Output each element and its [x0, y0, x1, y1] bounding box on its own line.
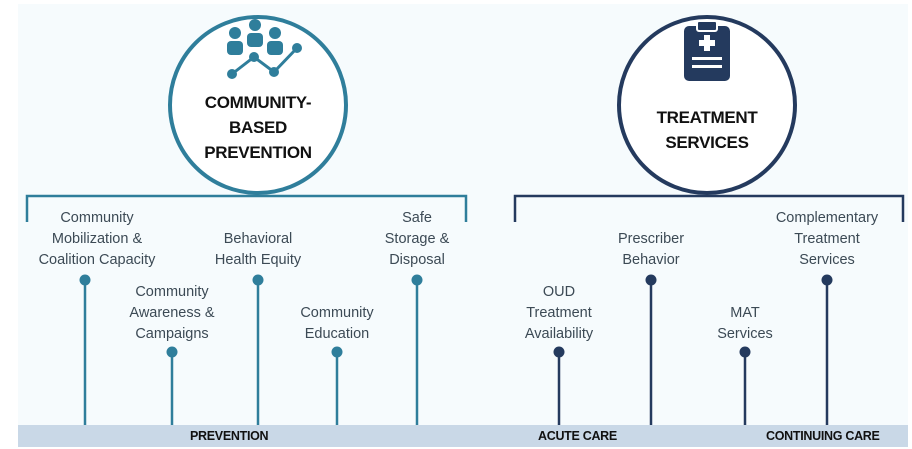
treatment-pin-1 — [553, 346, 565, 425]
treatment-pin-4 — [821, 274, 833, 425]
prevention-pin-3 — [252, 274, 264, 425]
care-continuum-band — [18, 425, 908, 447]
prevention-circle — [168, 15, 348, 195]
band-label-prevention: PREVENTION — [190, 429, 269, 443]
prevention-item-3-label: Behavioral Health Equity — [214, 231, 302, 268]
prevention-item-1-label: Community Mobilization & Coalition Capac… — [38, 210, 156, 268]
band-label-acute-care: ACUTE CARE — [538, 429, 617, 443]
prevention-pin-2 — [166, 346, 178, 425]
prevention-item-4-label: Community Education — [300, 305, 374, 342]
prevention-pin-4 — [331, 346, 343, 425]
treatment-pin-3 — [739, 346, 751, 425]
treatment-item-1-label: OUD Treatment Availability — [524, 284, 594, 342]
prevention-item-5-label: Safe Storage & Disposal — [384, 210, 450, 268]
community-network-icon — [227, 19, 302, 79]
clipboard-medical-icon — [684, 20, 730, 81]
treatment-item-2-label: Prescriber Behavior — [617, 231, 685, 268]
treatment-item-3-label: MAT Services — [717, 305, 773, 342]
prevention-pin-1 — [79, 274, 91, 425]
treatment-circle — [617, 15, 797, 195]
prevention-heading: COMMUNITY- BASED PREVENTION — [204, 93, 312, 162]
treatment-heading: TREATMENT SERVICES — [656, 108, 758, 152]
prevention-pin-5 — [411, 274, 423, 425]
band-label-continuing-care: CONTINUING CARE — [766, 429, 880, 443]
treatment-item-4-label: Complementary Treatment Services — [775, 210, 879, 268]
prevention-item-2-label: Community Awareness & Campaigns — [129, 284, 215, 342]
prevention-bracket — [25, 194, 468, 222]
treatment-bracket — [513, 194, 905, 222]
treatment-pin-2 — [645, 274, 657, 425]
